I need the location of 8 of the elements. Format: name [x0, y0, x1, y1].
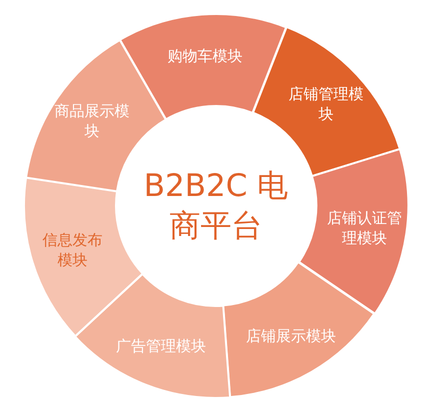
- center-title: B2B2C 电商平台: [142, 167, 290, 246]
- segment-label: 店铺管理模块: [287, 84, 364, 124]
- segment-label: 广告管理模块: [115, 336, 208, 356]
- segment-label: 购物车模块: [166, 46, 244, 66]
- segment-label: 商品展示模块: [54, 101, 131, 142]
- segment-label: 信息发布模块: [42, 230, 104, 270]
- segment-label: 店铺展示模块: [244, 326, 337, 346]
- segment-label: 店铺认证管理模块: [326, 208, 403, 248]
